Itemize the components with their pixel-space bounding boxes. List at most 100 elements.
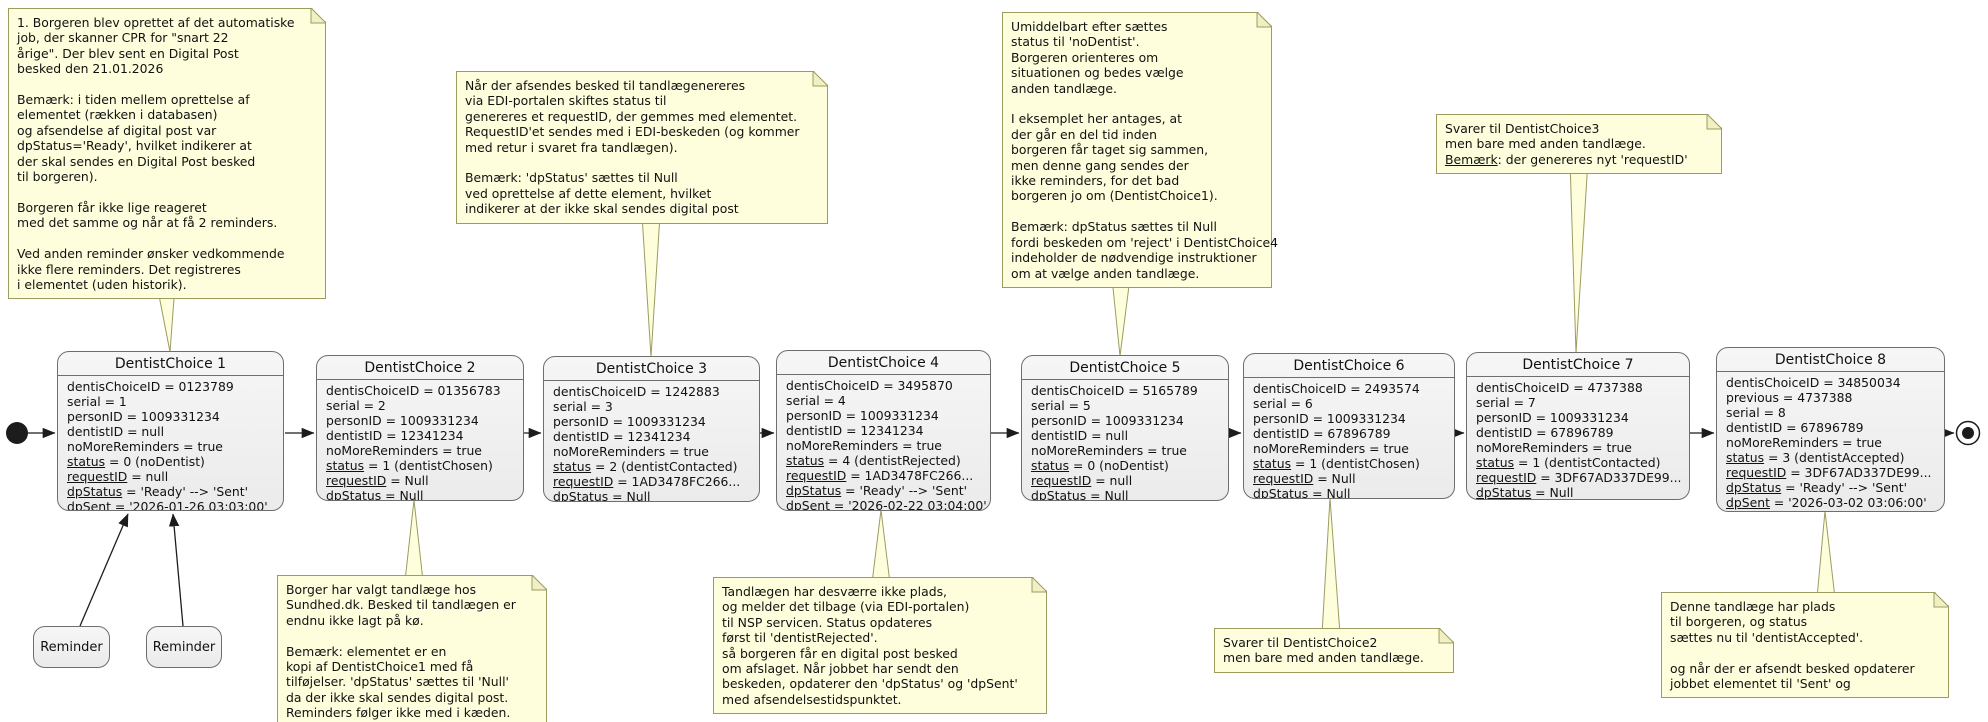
state-title: DentistChoice 8 <box>1717 348 1944 372</box>
attribute-dpStatus: dpStatus = Null <box>1253 486 1351 499</box>
attribute-requestID: requestID = 3DF67AD337DE99... <box>1476 470 1682 485</box>
attribute-dentisChoiceID: dentisChoiceID = 1242883 <box>553 384 720 399</box>
attribute-previous: previous = 4737388 <box>1726 390 1853 405</box>
attribute-name: personID <box>1031 413 1087 428</box>
attribute-name: dentisChoiceID <box>1253 381 1347 396</box>
note-line: indikerer at der ikke skal sendes digita… <box>465 201 739 217</box>
attribute-status: status = 0 (noDentist) <box>1031 458 1169 473</box>
note-line: så borgeren får en digital post besked <box>722 645 958 661</box>
note-line: i elementet (uden historik). <box>17 276 187 292</box>
note-line: Bemærk: elementet er en <box>286 643 447 659</box>
attribute-name: dentistID <box>786 423 843 438</box>
attribute-status: status = 0 (noDentist) <box>67 454 205 469</box>
attribute-requestID: requestID = Null <box>1253 471 1356 486</box>
note-fold-icon <box>812 71 828 87</box>
note-line: Ved anden reminder ønsker vedkommende <box>17 246 285 262</box>
note-connector <box>1569 159 1589 354</box>
note-connector <box>1111 277 1131 357</box>
attribute-serial: serial = 6 <box>1253 396 1313 411</box>
attribute-dpStatus: dpStatus = Null <box>326 488 424 501</box>
attribute-dentisChoiceID: dentisChoiceID = 0123789 <box>67 379 234 394</box>
note-line: tilføjelser. 'dpStatus' sættes til 'Null… <box>286 674 509 690</box>
attribute-name: noMoreReminders <box>1253 441 1366 456</box>
note-line: med retur i svaret fra tandlægen). <box>465 139 678 155</box>
reminder-arrow <box>79 513 129 627</box>
attribute-name: serial <box>326 398 360 413</box>
attribute-name: personID <box>67 409 123 424</box>
attribute-name: noMoreReminders <box>553 444 666 459</box>
attribute-dentisChoiceID: dentisChoiceID = 5165789 <box>1031 383 1198 398</box>
attribute-dentisChoiceID: dentisChoiceID = 3495870 <box>786 378 953 393</box>
note-line: ikke reminders, for det bad <box>1011 173 1180 189</box>
attribute-dpSent: dpSent = '2026-03-02 03:06:00' <box>1726 495 1927 510</box>
note-line: med det samme og når at få 2 reminders. <box>17 215 278 231</box>
attribute-noMoreReminders: noMoreReminders = true <box>67 439 223 454</box>
note-line: der går en del tid inden <box>1011 126 1158 142</box>
attribute-name: requestID <box>1476 470 1537 485</box>
attribute-dpSent: dpSent = '2026-02-22 03:04:00' <box>786 498 987 511</box>
attribute-name: dentistID <box>67 424 124 439</box>
state-title: DentistChoice 1 <box>58 352 283 376</box>
attribute-name: status <box>1726 450 1765 465</box>
note-line: og afsendelse af digital post var <box>17 122 217 138</box>
attribute-dentisChoiceID: dentisChoiceID = 4737388 <box>1476 380 1643 395</box>
attribute-name: serial <box>1253 396 1287 411</box>
note-line: Denne tandlæge har plads <box>1670 599 1836 614</box>
note-line: om at vælge anden tandlæge. <box>1011 265 1200 281</box>
attribute-requestID: requestID = 1AD3478FC266... <box>786 468 974 483</box>
attribute-name: dentistID <box>553 429 610 444</box>
attribute-personID: personID = 1009331234 <box>1476 410 1629 425</box>
attribute-name: serial <box>67 394 101 409</box>
attribute-personID: personID = 1009331234 <box>67 409 220 424</box>
attribute-name: personID <box>786 408 842 423</box>
attribute-noMoreReminders: noMoreReminders = true <box>786 438 942 453</box>
attribute-dentistID: dentistID = 67896789 <box>1476 425 1614 440</box>
attribute-noMoreReminders: noMoreReminders = true <box>1726 435 1882 450</box>
attribute-noMoreReminders: noMoreReminders = true <box>1253 441 1409 456</box>
note-line: fordi beskeden om 'reject' i DentistChoi… <box>1011 234 1279 250</box>
note-line: job, der skanner CPR for "snart 22 <box>17 30 229 46</box>
attribute-dentistID: dentistID = 12341234 <box>786 423 924 438</box>
attribute-personID: personID = 1009331234 <box>553 414 706 429</box>
attribute-serial: serial = 3 <box>553 399 613 414</box>
attribute-personID: personID = 1009331234 <box>786 408 939 423</box>
note-line: men bare med anden tandlæge. <box>1223 650 1424 666</box>
attribute-name: dpStatus <box>553 489 609 502</box>
attribute-name: dpStatus <box>1253 486 1309 499</box>
note-line <box>286 628 538 643</box>
attribute-name: dentisChoiceID <box>1031 383 1125 398</box>
note-fold-icon <box>1438 628 1454 644</box>
note-line: og melder det tilbage (via EDI-portalen) <box>722 599 970 615</box>
note-line <box>465 155 819 170</box>
state-title: DentistChoice 7 <box>1467 353 1689 377</box>
attribute-name: requestID <box>1253 471 1314 486</box>
note-line: endnu ikke lagt på kø. <box>286 612 424 628</box>
attribute-name: previous <box>1726 390 1779 405</box>
attribute-requestID: requestID = 3DF67AD337DE99... <box>1726 465 1932 480</box>
attribute-requestID: requestID = null <box>67 469 169 484</box>
note-line: om afslaget. Når jobbet har sendt den <box>722 661 959 677</box>
attribute-dentistID: dentistID = 67896789 <box>1253 426 1391 441</box>
attribute-dpStatus: dpStatus = 'Ready' --> 'Sent' <box>786 483 967 498</box>
note-line <box>17 231 317 246</box>
note-line: indeholder de nødvendige instruktioner <box>1011 250 1257 266</box>
attribute-name: dentisChoiceID <box>1726 375 1820 390</box>
note-line: ikke flere reminders. Det registreres <box>17 261 241 277</box>
note-line: til borgeren). <box>17 169 98 185</box>
note-line <box>1011 204 1263 219</box>
attribute-name: noMoreReminders <box>326 443 439 458</box>
note-line: til borgeren, og status <box>1670 614 1808 630</box>
attribute-requestID: requestID = Null <box>326 473 429 488</box>
attribute-status: status = 1 (dentistChosen) <box>1253 456 1420 471</box>
note-line: Tandlægen har desværre ikke plads, <box>722 584 947 599</box>
note-line: kopi af DentistChoice1 med få <box>286 659 474 675</box>
